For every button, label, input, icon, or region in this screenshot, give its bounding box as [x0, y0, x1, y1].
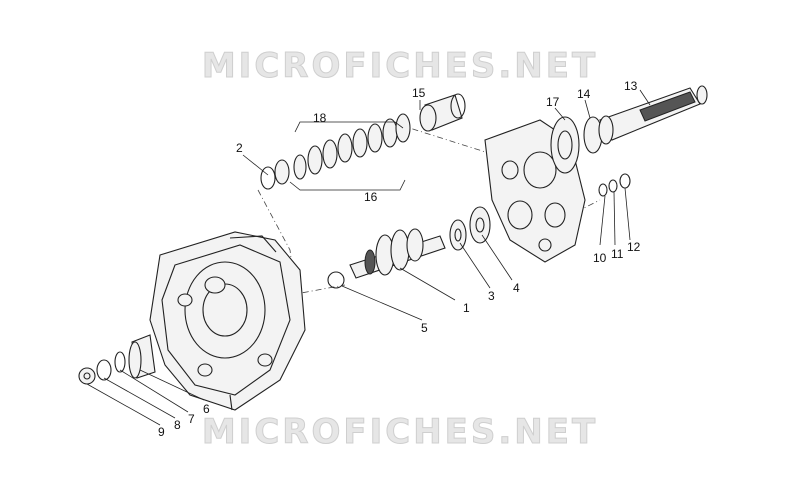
- callout-labels: 1 2 3 4 5 6 7 8 9 10 11 12 13 14 15 16 1…: [158, 79, 641, 439]
- watermark-bottom: MICROFICHES.NET: [201, 412, 599, 453]
- callout-13: 13: [624, 79, 638, 93]
- callout-2: 2: [236, 141, 243, 155]
- watermark-top: MICROFICHES.NET: [201, 46, 599, 87]
- gear-3: [449, 219, 467, 251]
- callout-3: 3: [488, 289, 495, 303]
- gearbox-housing: [149, 231, 306, 411]
- layshaft-1: [349, 228, 446, 279]
- spring-washer-stack: [293, 113, 411, 180]
- callout-14: 14: [577, 87, 591, 101]
- callout-12: 12: [627, 240, 641, 254]
- circlip-2: [260, 159, 290, 190]
- washer-8: [96, 359, 112, 381]
- callout-5: 5: [421, 321, 428, 335]
- callout-8: 8: [174, 418, 181, 432]
- clutch-hub-15: [419, 93, 466, 132]
- callout-1: 1: [463, 301, 470, 315]
- shims-10-11-12: [598, 173, 631, 197]
- o-ring-5: [327, 271, 345, 289]
- washer-7: [114, 351, 126, 373]
- gear-4: [469, 206, 491, 244]
- callout-17: 17: [546, 95, 560, 109]
- main-shaft: [550, 85, 708, 174]
- callout-16: 16: [364, 190, 378, 204]
- callout-15: 15: [412, 86, 426, 100]
- callout-6: 6: [203, 402, 210, 416]
- callout-18: 18: [313, 111, 327, 125]
- callout-10: 10: [593, 251, 607, 265]
- callout-4: 4: [513, 281, 520, 295]
- nut-9: [78, 367, 96, 385]
- callout-9: 9: [158, 425, 165, 439]
- gear-6: [128, 334, 156, 379]
- callout-7: 7: [188, 412, 195, 426]
- leader-lines: [86, 89, 651, 426]
- callout-11: 11: [611, 247, 624, 261]
